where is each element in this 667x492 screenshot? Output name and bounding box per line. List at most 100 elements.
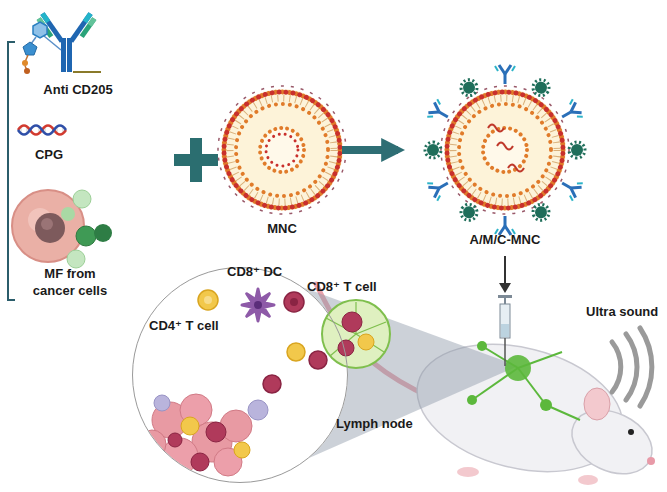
coated-liposome-part <box>569 142 585 158</box>
mouse-part <box>584 388 610 420</box>
liposome-part <box>224 92 340 208</box>
node-label: Anti CD205 <box>28 82 128 99</box>
node-label: CD8⁺ DC <box>227 264 307 281</box>
zoom-view-part-part <box>154 395 170 411</box>
coated-liposome-part <box>495 65 515 84</box>
coated-liposome-part <box>458 77 480 99</box>
coated-liposome-part <box>426 99 452 126</box>
cpg-component: CPG <box>14 118 84 166</box>
mouse-part <box>628 429 634 435</box>
syringe-part <box>504 338 506 366</box>
antibody-icon-part <box>67 38 72 72</box>
coated-liposome-part <box>557 99 583 126</box>
antibody-icon-part-part <box>88 17 97 26</box>
antibody-icon-part <box>24 68 30 74</box>
antibody-icon-part <box>73 71 101 73</box>
nanocarrier: MNC <box>222 90 342 240</box>
membrane-fragment-component: MF from cancer cells <box>15 180 125 306</box>
zoom-view-part <box>254 301 262 309</box>
cancer-cell-icon-part <box>73 190 91 208</box>
zoom-view-part <box>204 296 212 304</box>
zoom-view-part <box>263 375 281 393</box>
node-label: MF from cancer cells <box>25 266 115 300</box>
injection-arrow-part <box>504 256 506 285</box>
antibody-icon-part <box>22 60 28 66</box>
injection-arrow <box>499 256 511 293</box>
coated-liposome-part <box>453 98 557 202</box>
node-label: A/M/C-MNC <box>398 232 612 249</box>
syringe-part <box>498 295 512 298</box>
antibody-icon <box>22 12 101 74</box>
mouse-lymph-nodes-part <box>467 395 477 405</box>
syringe-part <box>501 324 509 337</box>
zoom-view <box>132 267 390 483</box>
mouse-lymph-nodes <box>467 341 580 420</box>
zoom-view-part <box>342 312 362 332</box>
coated-liposome-part <box>447 92 563 208</box>
annotation-label: Ultra sound <box>586 304 666 321</box>
coated-liposome-part <box>508 165 524 172</box>
zoom-view-part <box>198 290 218 310</box>
liposome-part <box>224 92 340 208</box>
liposome-part <box>218 86 346 214</box>
coated-liposome-part <box>557 174 583 201</box>
zoom-view-part-part <box>168 433 182 447</box>
zoom-view-part-part <box>191 453 209 471</box>
mouse-lymph-nodes-part <box>505 355 531 381</box>
coated-nanocarrier: A/M/C-MNC <box>398 85 612 250</box>
zoom-view-part-part <box>234 442 250 458</box>
liposome-part <box>230 98 334 202</box>
liposome-part <box>221 89 343 211</box>
zoom-view-part <box>242 289 274 321</box>
zoom-circle: CD8⁺ DCCD8⁺ T cellCD4⁺ T cellLymph node <box>132 267 348 483</box>
liposome-part <box>266 134 298 166</box>
cancer-cell-icon-part <box>41 218 53 230</box>
zoom-view-part-part <box>138 430 166 458</box>
coated-liposome-part <box>488 125 504 132</box>
cancer-cell-icon-part <box>94 224 112 242</box>
coated-liposome-part <box>483 128 527 172</box>
mouse-part <box>578 475 598 485</box>
cancer-cell-icon <box>12 190 112 268</box>
dna-icon-part <box>18 126 66 135</box>
coated-liposome-part <box>458 201 480 223</box>
antibody-icon-part-part <box>80 17 97 38</box>
zoom-view-part-part <box>330 334 356 356</box>
coated-liposome-part <box>530 77 552 99</box>
zoom-view-part <box>309 351 327 369</box>
coated-liposome-part <box>447 92 563 208</box>
liposome <box>218 86 346 214</box>
zoom-view-part <box>338 340 354 356</box>
mouse-lymph-nodes-part <box>540 399 552 411</box>
cancer-cell-icon-part <box>67 250 85 268</box>
cancer-cell-icon-part <box>61 207 75 221</box>
mouse-part <box>647 457 655 465</box>
coated-liposome-part <box>497 143 513 150</box>
zoom-view-part <box>138 394 268 476</box>
coated-liposome-part <box>441 86 569 214</box>
zoom-view-part <box>326 302 386 356</box>
zoom-view-part <box>290 298 298 306</box>
zoom-view-part-part <box>248 400 268 420</box>
ultrasound-waves-part <box>626 334 637 400</box>
dna-icon-part <box>18 126 66 135</box>
cancer-cell-icon-part <box>35 213 65 243</box>
antibody-icon-part <box>23 42 37 55</box>
dna-icon <box>18 126 66 135</box>
antibody-icon-part <box>33 22 47 38</box>
ultrasound-waves <box>612 328 652 406</box>
mouse-lymph-nodes-part <box>477 341 487 351</box>
coated-liposome-part <box>425 142 441 158</box>
zoom-view-part <box>287 343 305 361</box>
antibody-icon-part <box>44 36 61 50</box>
syringe-part <box>504 298 506 304</box>
mouse-lymph-nodes-part <box>472 346 580 420</box>
bracket-part <box>8 42 15 300</box>
flow-arrow <box>342 146 398 154</box>
node-label: CPG <box>14 147 84 164</box>
coated-liposome-part <box>444 89 566 211</box>
ultrasound-waves-part <box>640 328 652 406</box>
